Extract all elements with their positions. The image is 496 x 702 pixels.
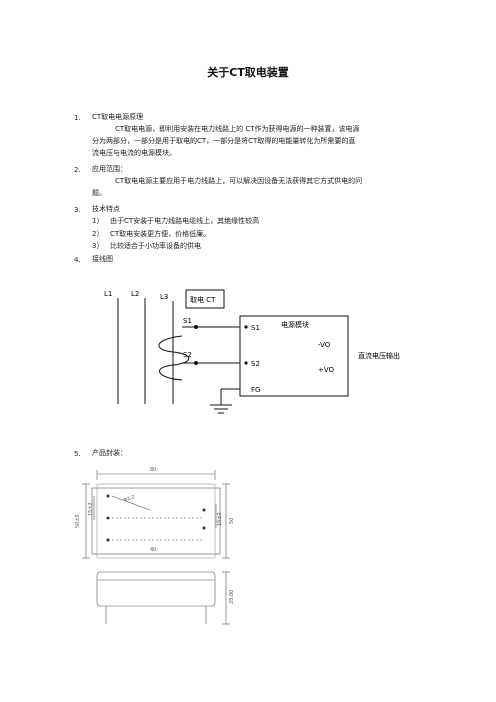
pin-dot-2: [106, 516, 110, 520]
section-3-item-1-text: 由于CT安装于电力线路电缆线上，其绝缘性较高: [110, 217, 260, 225]
dim-left-inner-text: 15±2: [88, 502, 94, 516]
label-s1: S1: [183, 317, 192, 325]
section-3-item-3-text: 比较适合于小功率设备的供电: [110, 242, 201, 250]
module-vo-plus-label: +VO: [318, 366, 335, 374]
section-2-paragraph-line-1: CT取电电源主要应用于电力线路上，可以解决因设备无法获得其它方式供电的问: [115, 177, 363, 185]
package-side-view-outline: [96, 571, 216, 607]
section-1-paragraph-line-2: 分为两部分，一部分是用于取电的CT，一部分是将CT取得的电能量转化为所需要的直: [92, 137, 356, 145]
section-2-number: 2.: [74, 166, 81, 174]
label-l2: L2: [131, 290, 139, 298]
section-1-heading: CT取电电源原理: [92, 113, 144, 121]
s2-junction-dot: [194, 361, 198, 365]
section-3-item-2-number: 2）: [92, 230, 104, 238]
pin-dot-5: [202, 526, 206, 530]
section-1-paragraph-line-3: 流电压与电流的电源模块。: [92, 149, 176, 157]
dim-top-text: 80: [150, 467, 156, 473]
label-l1: L1: [104, 290, 112, 298]
dim-bottom-text: 40: [150, 547, 156, 553]
s1-junction-dot: [194, 325, 198, 329]
pin-dot-1: [106, 494, 110, 498]
section-5-number: 5.: [74, 450, 81, 458]
label-l3: L3: [160, 293, 168, 301]
module-s2-label: S2: [251, 360, 260, 368]
module-s1-label: S1: [251, 324, 260, 332]
ct-coil-icon: [158, 335, 190, 381]
section-2-heading: 应用范围：: [92, 165, 127, 173]
dim-diag-leader: [111, 495, 151, 511]
ct-label: 取电 CT: [190, 295, 216, 304]
section-2-paragraph-line-2: 题。: [92, 189, 106, 197]
dc-output-label: 直流电压输出: [358, 351, 400, 360]
dim-right-text: 50: [229, 518, 235, 524]
section-5-heading: 产品封装：: [92, 449, 127, 457]
section-3-number: 3.: [74, 206, 81, 214]
package-top-view-outline: [91, 487, 221, 555]
section-3-heading: 技术特点: [92, 205, 120, 213]
module-s2-terminal-dot: [244, 361, 248, 365]
package-top-view-border: [96, 483, 216, 559]
module-s1-terminal-dot: [244, 325, 248, 329]
section-3-item-1-number: 1）: [92, 217, 104, 225]
section-1-paragraph-line-1: CT取电电源，即利用安装在电力线路上的 CT作为获得电源的一种装置，该电源: [115, 125, 360, 133]
label-s2: S2: [183, 351, 192, 359]
module-fg-label: FG: [251, 386, 260, 394]
power-module-box: [239, 315, 349, 397]
dim-left-text: 50±5: [75, 514, 81, 528]
module-title: 电源模块: [281, 320, 309, 329]
ct-label-box: [185, 289, 225, 309]
section-4-number: 4.: [74, 256, 81, 264]
dim-right-inner-text: 15±2: [217, 512, 223, 526]
module-vo-minus-label: -VO: [318, 341, 331, 349]
dim-diag-text: Φ1.2: [123, 494, 136, 504]
page-title: 关于CT取电装置: [207, 66, 289, 79]
section-3-item-2-text: CT取电安装更方便，价格低廉。: [110, 230, 211, 238]
dim-height-text: 25.00: [229, 590, 235, 604]
section-3-item-3-number: 3）: [92, 242, 104, 250]
pin-dot-3: [106, 538, 110, 542]
pin-dot-4: [202, 508, 206, 512]
section-4-heading: 接线图: [92, 255, 113, 263]
section-1-number: 1.: [74, 114, 81, 122]
